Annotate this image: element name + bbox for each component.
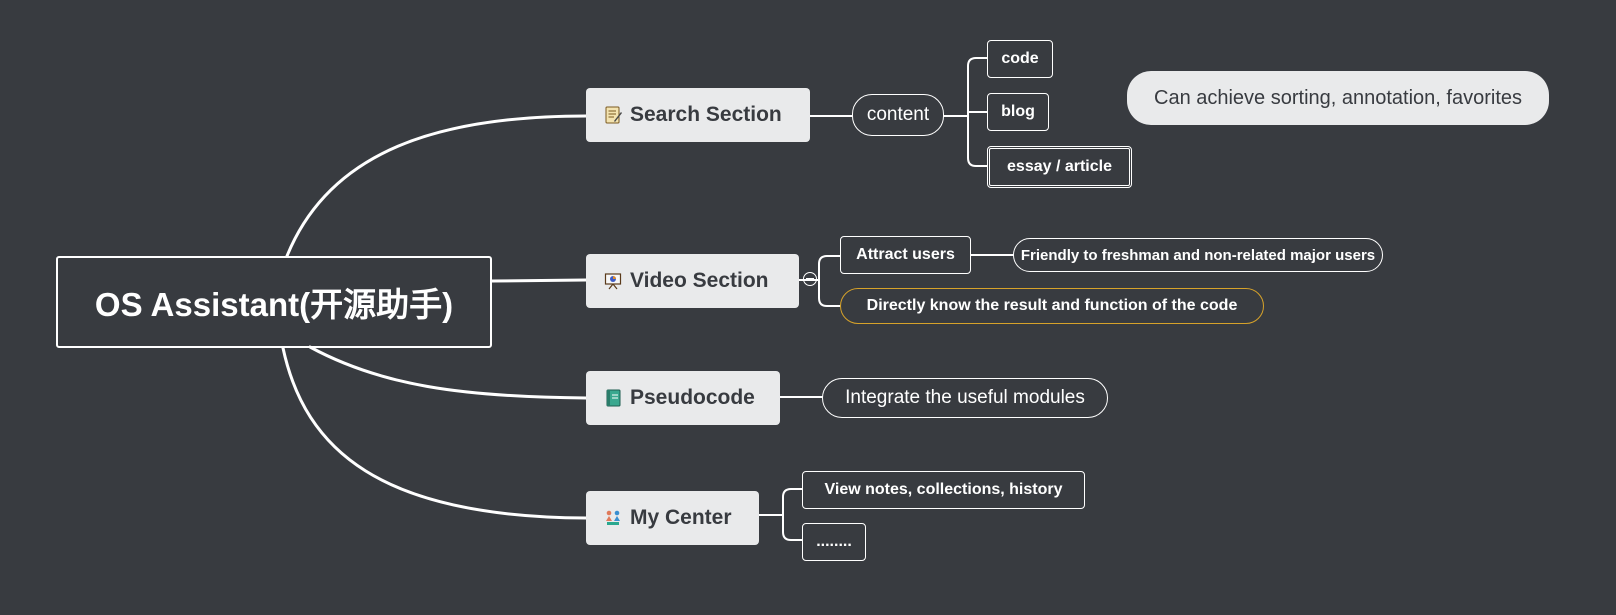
content-item-code-label: code [1001, 50, 1039, 67]
notebook-icon [604, 389, 622, 407]
link-root-search [285, 114, 588, 258]
link-content-items [943, 57, 988, 167]
link-root-center [281, 346, 588, 520]
attract-users-label: Attract users [856, 246, 955, 263]
center-item-more[interactable]: ........ [802, 523, 866, 561]
pseudocode-detail-node[interactable]: Integrate the useful modules [822, 378, 1108, 418]
root-node[interactable]: OS Assistant(开源助手) [56, 256, 492, 348]
branch-pseudocode-label: Pseudocode [630, 386, 755, 409]
content-item-blog[interactable]: blog [987, 93, 1049, 131]
attract-detail-node[interactable]: Friendly to freshman and non-related maj… [1013, 238, 1383, 272]
collapse-toggle[interactable] [803, 272, 817, 286]
branch-center-label: My Center [630, 506, 732, 529]
branch-video-label: Video Section [630, 269, 769, 292]
link-root-pseudocode [308, 345, 588, 400]
content-item-blog-label: blog [1001, 103, 1035, 120]
content-item-code[interactable]: code [987, 40, 1053, 78]
memo-icon [604, 106, 622, 124]
presentation-board-icon [604, 272, 622, 290]
direct-result-node[interactable]: Directly know the result and function of… [840, 288, 1264, 324]
content-item-essay-article[interactable]: essay / article [987, 146, 1132, 188]
direct-result-label: Directly know the result and function of… [866, 297, 1238, 314]
attract-users-node[interactable]: Attract users [840, 236, 971, 274]
center-item-more-label: ........ [816, 533, 852, 550]
note-callout[interactable]: Can achieve sorting, annotation, favorit… [1127, 71, 1549, 125]
content-item-essay-label: essay / article [1007, 158, 1112, 175]
content-label: content [866, 104, 930, 125]
branch-my-center[interactable]: My Center [586, 491, 759, 545]
attract-detail-label: Friendly to freshman and non-related maj… [1020, 246, 1376, 264]
content-node[interactable]: content [852, 94, 944, 136]
branch-search-label: Search Section [630, 103, 782, 126]
pseudocode-detail-label: Integrate the useful modules [845, 387, 1085, 408]
note-callout-text: Can achieve sorting, annotation, favorit… [1154, 86, 1522, 109]
link-root-video [490, 278, 588, 283]
root-label: OS Assistant(开源助手) [94, 286, 454, 323]
branch-search-section[interactable]: Search Section [586, 88, 810, 142]
branch-video-section[interactable]: Video Section [586, 254, 799, 308]
people-icon [604, 509, 622, 527]
branch-pseudocode[interactable]: Pseudocode [586, 371, 780, 425]
link-center-children [758, 488, 803, 541]
center-item-view-notes-label: View notes, collections, history [824, 481, 1063, 498]
center-item-view-notes[interactable]: View notes, collections, history [802, 471, 1085, 509]
